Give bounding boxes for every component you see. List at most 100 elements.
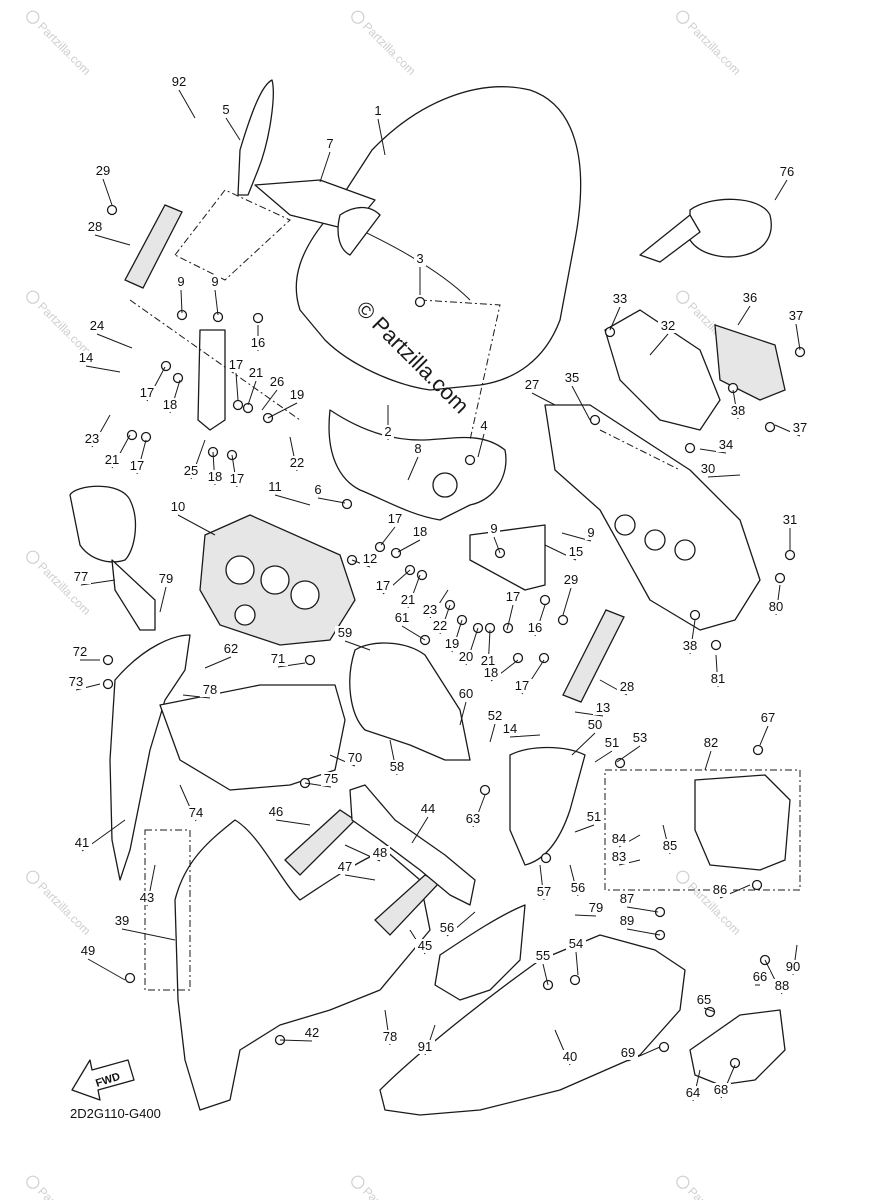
callout-c42: 42 [305,1025,319,1040]
bolt-icon [416,569,428,581]
callout-bg [335,860,355,874]
callout-c70: 70 [348,750,362,765]
callout-c17a: 17 [140,385,154,400]
link-arms [197,329,546,591]
callout-c4: 4 [480,418,487,433]
callout-bg [373,579,393,593]
bolt-icon [604,326,616,338]
callout-c50: 50 [588,717,602,732]
callout-bg [609,850,629,864]
callout-c55: 55 [536,948,550,963]
callout-leader [626,928,661,936]
callout-leader [275,819,311,826]
callout-bg [385,512,405,526]
mirror-left [69,485,156,631]
callout-c14a: 14 [79,350,93,365]
callout-bg [168,500,188,514]
callout-leader [377,118,386,156]
callout-c45: 45 [418,938,432,953]
callout-bg [593,701,613,715]
callout-c36: 36 [743,290,757,305]
callout-bg [711,1083,731,1097]
deflector-panel [237,79,274,196]
callout-c31: 31 [783,512,797,527]
watermark-tile: Partzilla.com [676,1175,743,1200]
callout-bg [561,573,581,587]
callout-bg [414,252,426,266]
callout-bg [335,626,355,640]
callout-bg [442,637,462,651]
callout-c72: 72 [73,644,87,659]
callout-leader [575,951,579,976]
callout-c61: 61 [395,610,409,625]
callout-c19a: 19 [290,387,304,402]
svg-text:Partzilla.com: Partzilla.com [685,19,743,77]
callout-bg [777,165,797,179]
callout-c80: 80 [769,599,783,614]
bolt-icon [124,972,136,984]
callout-bg [321,772,341,786]
bolt-icon [390,547,402,559]
callout-leader [759,725,769,746]
drawing-code: 2D2G110-G400 [70,1106,161,1121]
callout-c19b: 19 [445,636,459,651]
callout-c5: 5 [222,102,229,117]
callout-bg [772,979,792,993]
callout-bg [160,398,180,412]
callout-c30: 30 [701,461,715,476]
callout-bg [566,937,586,951]
callout-c85: 85 [663,838,677,853]
bolt-icon [232,399,244,411]
callout-bg [87,319,107,333]
callout-c37a: 37 [789,308,803,323]
bolt-icon [540,852,552,864]
callout-bg [268,652,288,666]
callout-c66: 66 [753,969,767,984]
fuse-box [694,774,791,871]
callout-bg [418,802,438,816]
callout-bg [82,432,102,446]
callout-c18b: 18 [208,469,222,484]
callout-c76: 76 [780,164,794,179]
callout-leader [279,1039,313,1042]
bolt-icon [252,312,264,324]
bolt-icon [126,429,138,441]
callout-leader [344,874,376,881]
callout-c43: 43 [140,890,154,905]
callout-c58: 58 [390,759,404,774]
callout-leader [407,456,419,481]
callout-bg [287,388,307,402]
callout-c78b: 78 [383,1029,397,1044]
callout-c18a: 18 [163,397,177,412]
callout-c82: 82 [704,735,718,750]
callout-bg [156,572,176,586]
callout-c24: 24 [90,318,104,333]
svg-text:Partzilla.com: Partzilla.com [35,299,93,357]
callout-c2: 2 [384,424,391,439]
callout-bg [488,522,500,536]
callout-bg [456,687,476,701]
callout-c51b: 51 [587,809,601,824]
callout-bg [430,619,450,633]
callout-bg [287,456,307,470]
callout-c23b: 23 [423,602,437,617]
bolt-icon [479,784,491,796]
callout-bg [534,885,554,899]
callout-c38b: 38 [683,638,697,653]
callout-bg [266,805,286,819]
callout-leader [225,117,241,141]
callout-bg [617,680,637,694]
inner-panel-right [509,746,586,866]
callout-leader [509,734,541,738]
callout-c9a: 9 [177,274,184,289]
callout-leader [616,745,641,763]
callout-bg [456,650,476,664]
callout-bg [786,309,806,323]
bolt-icon [689,609,701,621]
callout-bg [169,75,189,89]
bolt-icon [172,372,184,384]
callout-leader [649,333,669,356]
callout-c68: 68 [714,1082,728,1097]
callout-bg [568,881,588,895]
